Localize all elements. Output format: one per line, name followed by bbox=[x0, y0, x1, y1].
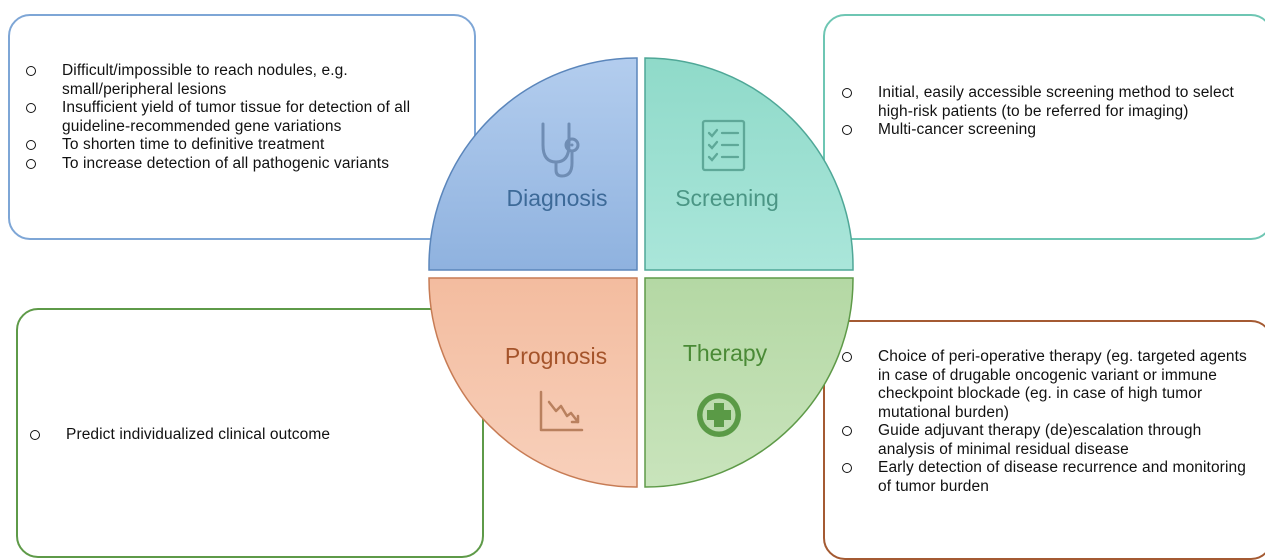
therapy-quadrant bbox=[644, 277, 854, 488]
bullet-icon bbox=[26, 66, 36, 76]
prognosis-box bbox=[16, 308, 484, 558]
screening-quadrant bbox=[644, 57, 854, 271]
list-item-text: Guide adjuvant therapy (de)escalation th… bbox=[878, 422, 1202, 458]
list-item: Guide adjuvant therapy (de)escalation th… bbox=[838, 422, 1258, 459]
list-item-text: Choice of peri-operative therapy (eg. ta… bbox=[878, 348, 1247, 421]
therapy-list: Choice of peri-operative therapy (eg. ta… bbox=[838, 348, 1258, 496]
therapy-box bbox=[823, 320, 1265, 560]
list-item: Difficult/impossible to reach nodules, e… bbox=[22, 62, 452, 99]
checklist-icon bbox=[701, 119, 746, 172]
diagnosis-quadrant bbox=[428, 57, 638, 271]
list-item: Insufficient yield of tumor tissue for d… bbox=[22, 99, 452, 136]
list-item: To increase detection of all pathogenic … bbox=[22, 155, 452, 174]
bullet-icon bbox=[26, 103, 36, 113]
list-item-text: Multi-cancer screening bbox=[878, 121, 1037, 138]
bullet-icon bbox=[26, 140, 36, 150]
prognosis-quadrant bbox=[428, 277, 638, 488]
screening-label: Screening bbox=[675, 185, 779, 211]
list-item-text: Initial, easily accessible screening met… bbox=[878, 84, 1234, 120]
bullet-icon bbox=[842, 125, 852, 135]
list-item-text: To increase detection of all pathogenic … bbox=[62, 154, 390, 172]
list-item-text: Difficult/impossible to reach nodules, e… bbox=[62, 62, 348, 98]
bullet-icon bbox=[842, 88, 852, 98]
bullet-icon bbox=[842, 352, 852, 362]
bullet-icon bbox=[842, 463, 852, 473]
list-item-text: Insufficient yield of tumor tissue for d… bbox=[62, 99, 411, 135]
list-item-text: To shorten time to definitive treatment bbox=[62, 136, 325, 153]
list-item-text: Early detection of disease recurrence an… bbox=[878, 459, 1246, 495]
bullet-icon bbox=[30, 430, 40, 440]
medical-cross-icon bbox=[697, 393, 741, 437]
bullet-icon bbox=[26, 158, 36, 169]
diagnosis-label: Diagnosis bbox=[507, 185, 608, 211]
list-item: Initial, easily accessible screening met… bbox=[838, 84, 1248, 121]
list-item: Early detection of disease recurrence an… bbox=[838, 459, 1258, 496]
declining-chart-icon bbox=[539, 390, 584, 432]
bullet-icon bbox=[842, 426, 852, 436]
list-item: Predict individualized clinical outcome bbox=[26, 426, 446, 445]
therapy-label: Therapy bbox=[683, 340, 768, 366]
list-item-text: Predict individualized clinical outcome bbox=[66, 426, 331, 443]
list-item: To shorten time to definitive treatment bbox=[22, 136, 452, 155]
screening-box bbox=[823, 14, 1265, 240]
prognosis-list: Predict individualized clinical outcome bbox=[26, 426, 446, 445]
diagnosis-list: Difficult/impossible to reach nodules, e… bbox=[22, 62, 452, 173]
list-item: Choice of peri-operative therapy (eg. ta… bbox=[838, 348, 1258, 422]
list-item: Multi-cancer screening bbox=[838, 121, 1248, 140]
diagnosis-box bbox=[8, 14, 476, 240]
stethoscope-icon bbox=[541, 122, 580, 178]
prognosis-label: Prognosis bbox=[505, 343, 607, 369]
screening-list: Initial, easily accessible screening met… bbox=[838, 84, 1248, 140]
